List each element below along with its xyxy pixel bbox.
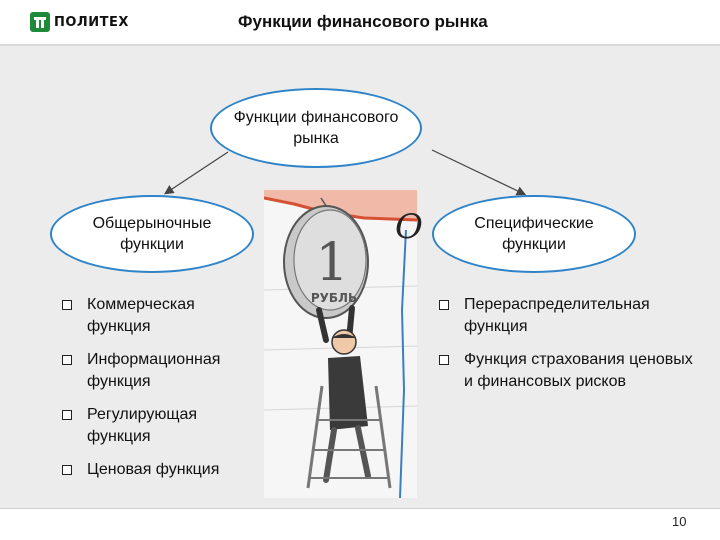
node-specific-functions: Специфические функции [432,195,636,273]
list-item-text: Функция страхования ценовых и финансовых… [464,351,693,390]
list-item: Функция страхования ценовых и финансовых… [439,349,699,393]
list-item: Коммерческая функция [62,294,262,338]
checkbox-bullet-icon [62,410,72,420]
general-functions-list: Коммерческая функция Информационная функ… [62,294,262,492]
checkbox-bullet-icon [62,465,72,475]
list-item: Ценовая функция [62,459,262,481]
page-number: 10 [672,514,687,529]
list-item-text: Регулирующая функция [87,406,198,445]
node-general-market-functions: Общерыночные функции [50,195,254,273]
list-item: Регулирующая функция [62,404,262,448]
ruble-cartoon-drawing: 1 РУБЛЬ [264,190,417,498]
list-item-text: Ценовая функция [87,461,220,478]
checkbox-bullet-icon [439,300,449,310]
header-divider [0,44,720,46]
footer-divider [0,508,720,509]
list-item-text: Информационная функция [87,351,221,390]
politech-logo: ПОЛИТЕХ [30,12,129,32]
ruble-cartoon-illustration: 1 РУБЛЬ [264,190,417,498]
politech-logo-icon [30,12,50,32]
list-item-text: Коммерческая функция [87,296,195,335]
chart-letter-o: O [395,207,423,247]
coin-text: РУБЛЬ [311,291,357,305]
list-item-text: Перераспределительная функция [464,296,650,335]
logo-text: ПОЛИТЕХ [54,14,129,30]
specific-functions-list: Перераспределительная функция Функция ст… [439,294,699,404]
checkbox-bullet-icon [62,300,72,310]
slide-title: Функции финансового рынка [238,12,488,31]
slide-header: ПОЛИТЕХ Функции финансового рынка [0,0,720,44]
checkbox-bullet-icon [62,355,72,365]
node-financial-market-functions: Функции финансового рынка [210,88,422,168]
coin-digit: 1 [315,233,348,293]
list-item: Информационная функция [62,349,262,393]
list-item: Перераспределительная функция [439,294,699,338]
checkbox-bullet-icon [439,355,449,365]
